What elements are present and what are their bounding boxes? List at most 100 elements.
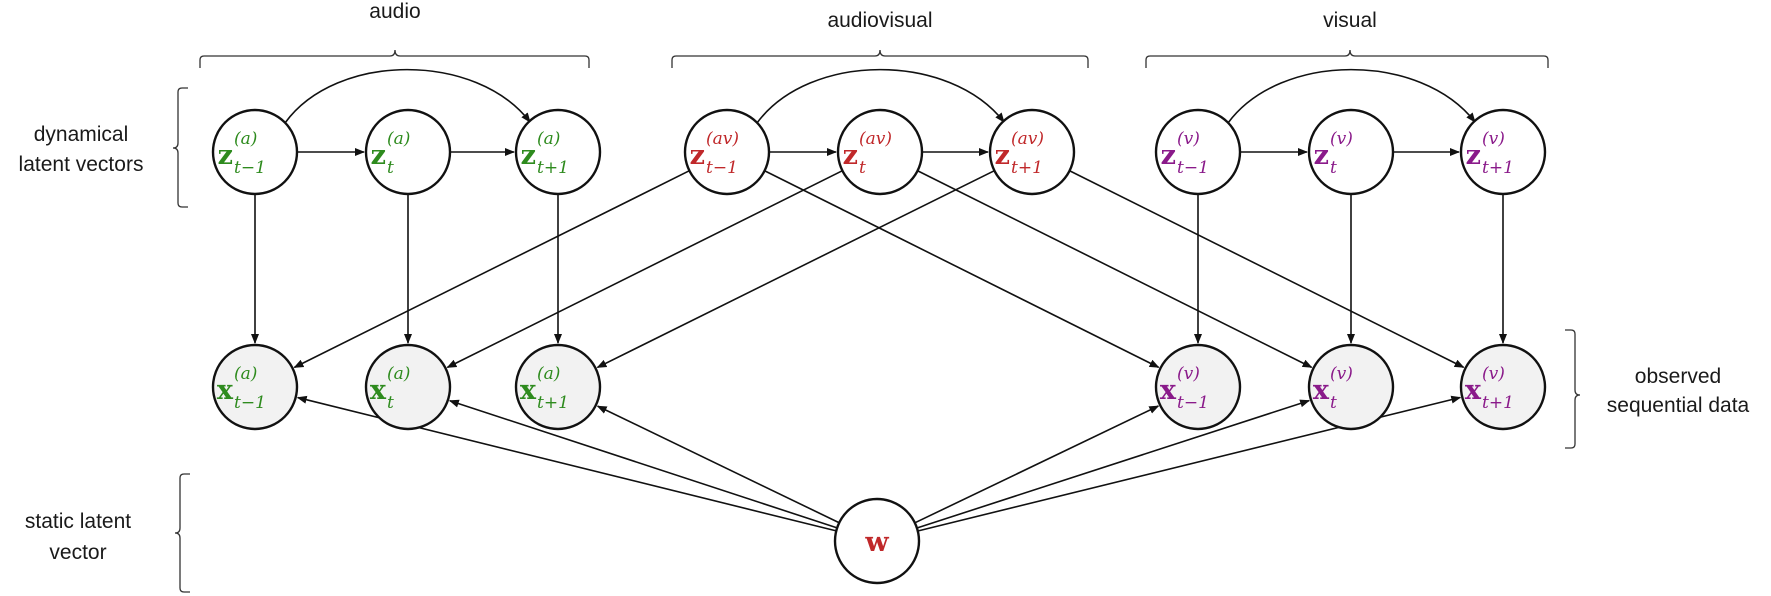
edge-z_av_tp1-to-x_a_tp1 <box>596 169 995 369</box>
node-variable: x <box>217 375 234 406</box>
dynamical-label-line1: dynamical <box>34 123 129 146</box>
brace-audiovisual <box>671 49 1089 68</box>
node-variable: x <box>1465 375 1482 406</box>
node-variable: w <box>864 527 889 558</box>
node-z_a_tp1: z(a)t+1 <box>514 108 602 196</box>
edge-z_av_t-to-x_a_t <box>446 170 843 369</box>
node-superscript: (v) <box>1177 364 1200 384</box>
edge-w-to-x_v_tm1 <box>914 405 1160 524</box>
node-z_a_tm1: z(a) t−1 <box>211 108 299 196</box>
node-z_a_t: z(a) t <box>364 108 452 196</box>
brace-observed <box>1565 329 1581 449</box>
node-variable: x <box>1313 375 1330 406</box>
node-variable: z <box>521 140 536 171</box>
node-x_v_tm1: x(v) t−1 <box>1154 343 1242 431</box>
node-variable: z <box>843 140 858 171</box>
node-circle <box>683 108 771 196</box>
node-superscript: (a) <box>234 129 257 149</box>
node-circle <box>211 108 299 196</box>
node-subscript: t−1 <box>234 158 266 178</box>
edge-z_av_tm1-to-x_a_tm1 <box>293 170 690 369</box>
edge-z_av_tm1-to-x_v_tm1 <box>764 170 1160 369</box>
node-subscript: t−1 <box>1177 393 1209 413</box>
dynamical-label-line2: latent vectors <box>19 153 144 176</box>
node-superscript: (av) <box>859 129 892 149</box>
node-subscript: t−1 <box>706 158 738 178</box>
node-circle <box>1154 343 1242 431</box>
static-label-line2: vector <box>49 541 106 564</box>
node-z_av_tm1: z(av) t−1 <box>683 108 771 196</box>
node-z_v_t: z(v) t <box>1307 108 1395 196</box>
node-circle <box>1459 108 1547 196</box>
node-subscript: t+1 <box>537 393 569 413</box>
node-subscript: t+1 <box>1011 158 1043 178</box>
node-circle <box>211 343 299 431</box>
group-label-audio: audio <box>369 0 420 23</box>
node-superscript: (a) <box>537 364 560 384</box>
edge-w-to-x_a_tp1 <box>596 405 840 524</box>
node-z_av_tp1: z(av) t+1 <box>988 108 1076 196</box>
edge-skip-z_av_tm1-to-z_av_tp1 <box>756 68 1005 124</box>
node-superscript: (v) <box>1482 129 1505 149</box>
node-variable: z <box>995 140 1010 171</box>
node-superscript: (av) <box>706 129 739 149</box>
node-z_av_t: z(av)t <box>836 108 924 196</box>
node-superscript: (av) <box>1011 129 1044 149</box>
node-z_v_tm1: z(v) t−1 <box>1154 108 1242 196</box>
node-subscript: t <box>1330 393 1337 413</box>
node-subscript: t <box>1330 158 1337 178</box>
node-subscript: t−1 <box>234 393 266 413</box>
node-subscript: t−1 <box>1177 158 1209 178</box>
node-variable: z <box>1161 140 1176 171</box>
node-variable: z <box>371 140 386 171</box>
brace-visual <box>1145 49 1549 68</box>
node-superscript: (v) <box>1330 129 1353 149</box>
node-subscript: t+1 <box>1482 158 1514 178</box>
group-label-audiovisual: audiovisual <box>827 9 932 32</box>
node-circle <box>1459 343 1547 431</box>
edge-skip-z_a_tm1-to-z_a_tp1 <box>284 68 531 124</box>
edge-z_av_t-to-x_v_t <box>917 170 1313 369</box>
node-superscript: (v) <box>1177 129 1200 149</box>
node-subscript: t+1 <box>537 158 569 178</box>
node-superscript: (v) <box>1330 364 1353 384</box>
node-x_v_t: x(v) t <box>1307 343 1395 431</box>
node-circle <box>514 108 602 196</box>
node-x_a_t: x(a) t <box>364 343 452 431</box>
node-x_a_tm1: x(a) t−1 <box>211 343 299 431</box>
node-circle <box>1307 108 1395 196</box>
static-label-line1: static latent <box>25 510 131 533</box>
edge-z_av_tp1-to-x_v_tp1 <box>1069 170 1465 369</box>
node-subscript: t <box>387 158 394 178</box>
node-circle <box>1154 108 1242 196</box>
brace-static <box>174 473 190 593</box>
node-x_a_tp1: x(a) t+1 <box>514 343 602 431</box>
node-circle <box>833 497 921 585</box>
node-circle <box>364 343 452 431</box>
node-variable: z <box>1466 140 1481 171</box>
node-circle <box>364 108 452 196</box>
node-variable: z <box>218 140 233 171</box>
node-subscript: t <box>387 393 394 413</box>
brace-audio <box>199 49 590 68</box>
node-variable: x <box>520 375 537 406</box>
observed-label-line2: sequential data <box>1607 394 1750 417</box>
node-variable: x <box>1160 375 1177 406</box>
node-variable: z <box>1314 140 1329 171</box>
edges-group <box>251 68 1507 532</box>
node-superscript: (v) <box>1482 364 1505 384</box>
group-label-visual: visual <box>1323 9 1377 32</box>
node-z_v_tp1: z(v) t+1 <box>1459 108 1547 196</box>
node-superscript: (a) <box>387 129 410 149</box>
node-circle <box>836 108 924 196</box>
node-circle <box>988 108 1076 196</box>
node-variable: z <box>690 140 705 171</box>
node-subscript: t+1 <box>1482 393 1514 413</box>
node-circle <box>514 343 602 431</box>
node-x_v_tp1: x(v) t+1 <box>1459 343 1547 431</box>
node-superscript: (a) <box>387 364 410 384</box>
node-superscript: (a) <box>234 364 257 384</box>
brace-dynamical <box>172 87 188 208</box>
node-variable: x <box>370 375 387 406</box>
node-circle <box>1307 343 1395 431</box>
